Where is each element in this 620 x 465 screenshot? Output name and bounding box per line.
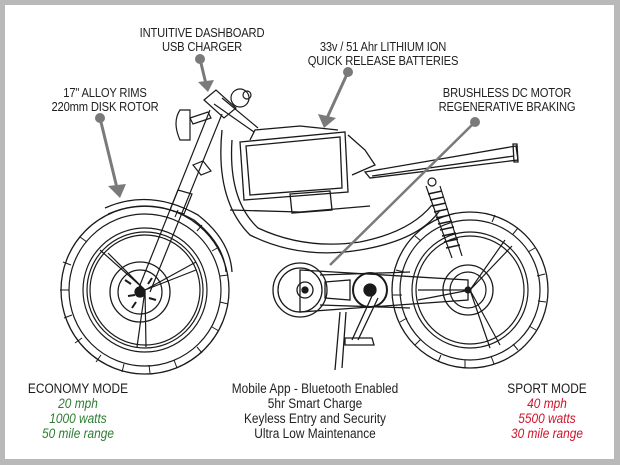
motor-pointer [329,117,480,266]
callout-motor: BRUSHLESS DC MOTOR REGENERATIVE BRAKING [434,86,580,114]
callout-rims: 17" ALLOY RIMS 220mm DISK ROTOR [45,86,165,114]
callout-motor-line2: REGENERATIVE BRAKING [438,99,576,114]
callout-dashboard: INTUITIVE DASHBOARD USB CHARGER [125,26,280,54]
callout-battery-line1: 33v / 51 Ahr LITHIUM ION [319,39,447,54]
economy-mode-title: ECONOMY MODE [27,381,129,396]
economy-mode: ECONOMY MODE 20 mph 1000 watts 50 mile r… [25,381,131,441]
feature-item: Keyless Entry and Security [244,411,386,426]
features-list: Mobile App - Bluetooth Enabled 5hr Smart… [227,381,403,441]
sport-range: 30 mile range [511,426,583,441]
feature-item: 5hr Smart Charge [267,396,363,411]
sport-mode-title: SPORT MODE [507,381,587,396]
callout-dashboard-line2: USB CHARGER [161,39,243,54]
motorcycle-line-art [60,88,549,375]
feature-item: Ultra Low Maintenance [254,426,376,441]
economy-range: 50 mile range [42,426,114,441]
dashboard [203,88,259,133]
rear-wheel [391,211,549,369]
seat [363,143,519,179]
front-fork [137,109,223,293]
drivetrain [272,262,469,371]
callout-battery: 33v / 51 Ahr LITHIUM ION QUICK RELEASE B… [301,40,464,68]
callout-rims-line1: 17" ALLOY RIMS [63,85,147,100]
sport-power: 5500 watts [518,411,576,426]
callout-rims-line2: 220mm DISK ROTOR [51,99,159,114]
economy-speed: 20 mph [58,396,98,411]
dashboard-pointer [195,54,214,92]
callout-pointers [95,54,480,266]
rear-shock [425,177,463,259]
sport-mode: SPORT MODE 40 mph 5500 watts 30 mile ran… [494,381,600,441]
rims-pointer [95,113,126,198]
economy-power: 1000 watts [49,411,107,426]
front-wheel [60,198,233,375]
callout-motor-line1: BRUSHLESS DC MOTOR [442,85,572,100]
callout-battery-line2: QUICK RELEASE BATTERIES [307,53,459,68]
callout-dashboard-line1: INTUITIVE DASHBOARD [139,25,265,40]
sport-speed: 40 mph [527,396,567,411]
battery-pack [239,125,376,214]
battery-pointer [318,67,353,128]
feature-item: Mobile App - Bluetooth Enabled [231,381,399,396]
